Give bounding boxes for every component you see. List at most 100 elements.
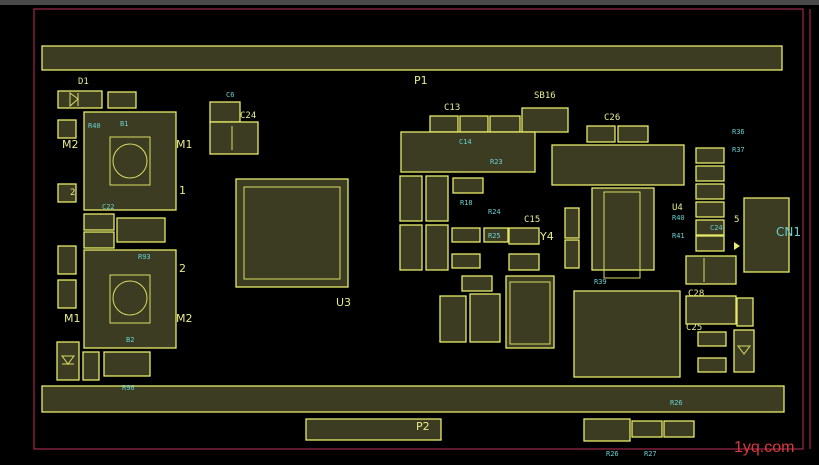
label-r39: R39 [594,278,607,286]
diode-d1[interactable]: D1 [57,77,103,109]
label-r40: R40 [672,214,685,222]
pad-left-1[interactable] [57,119,77,139]
pad-lm-1[interactable] [461,275,493,292]
resistor-stack-4[interactable] [425,224,449,271]
label-r23: R23 [490,158,503,166]
resistor-stack-r1[interactable] [695,183,725,200]
label-r24: R24 [488,208,501,216]
switch-top[interactable]: M1 M2 1 B1 R40 [62,111,193,211]
part-r23[interactable] [400,131,536,173]
cap-c26-a[interactable] [586,125,616,143]
label-u4: U4 [672,203,683,213]
cap-vertical-1[interactable] [564,207,580,239]
label-r36: R36 [732,128,745,136]
label-r26: R26 [670,399,683,407]
pad-right-a[interactable] [736,297,754,327]
resistor-stack-r2[interactable] [695,201,725,218]
label-m2-bot: M2 [176,312,193,325]
pad-right-c[interactable] [697,357,727,373]
label-r96: R96 [122,384,135,392]
cap-lm-1[interactable] [439,295,467,343]
resistor-r27-a[interactable] [631,420,663,438]
resistor-stack-3[interactable] [399,224,423,271]
cap-c22-a[interactable] [83,213,115,231]
svg-text:R40: R40 [88,122,101,130]
chip-u4[interactable]: U4 R39 [591,187,683,286]
pad-left-3[interactable] [57,245,77,275]
pad-right-b[interactable] [697,331,727,347]
diode-right[interactable] [733,329,755,373]
pad-left-2[interactable] [57,183,77,203]
label-c14: C14 [459,138,472,146]
svg-text:B1: B1 [120,120,128,128]
cap-c6[interactable] [209,101,241,123]
resistor-stack-1[interactable] [399,175,423,222]
chip-u3[interactable]: U3 [235,178,351,309]
resistor-r27-b[interactable] [663,420,695,438]
part-sb16[interactable] [521,107,569,133]
pad-r25-a[interactable] [451,227,481,243]
label-pin5: 5 [734,215,739,225]
svg-text:R93: R93 [138,253,151,261]
label-r41: R41 [672,232,685,240]
resistor-stack-r4[interactable] [695,235,725,252]
cap-vertical-2[interactable] [564,239,580,269]
svg-text:R26: R26 [606,450,619,458]
label-c28: C28 [688,289,704,299]
label-c25: C25 [686,323,702,333]
part-u4-top[interactable] [551,144,685,186]
resistor-stack-2[interactable] [425,175,449,222]
diode-bottom[interactable] [56,341,80,381]
cap-c28[interactable] [685,255,737,285]
cap-c26-b[interactable] [617,125,649,143]
label-y4: Y4 [539,230,554,243]
cap-c15-b[interactable] [508,253,540,271]
pad-br-1[interactable] [583,418,631,442]
cap-c22-b[interactable] [83,231,115,249]
cap-c25[interactable] [685,295,737,325]
chip-lm-3[interactable] [505,275,555,349]
connector-bottom[interactable] [41,385,785,413]
chip-lower-right[interactable] [573,290,681,378]
label-cn1: CN1 [776,225,801,239]
label-m1-top: M1 [176,138,193,151]
label-sb16: SB16 [534,91,556,101]
label-c24: C24 [240,111,256,121]
resistor-r36-b[interactable] [695,165,725,182]
window-top-edge [0,0,819,5]
connector-p2[interactable]: P2 [305,418,442,441]
cap-c13-a[interactable] [429,115,459,133]
pad-r96-a[interactable] [82,351,100,381]
cap-c15-a[interactable] [508,227,540,245]
label-b2: B2 [126,336,134,344]
switch-bottom[interactable]: 2 M2 M1 B2 R93 [64,249,193,349]
label-p2: P2 [416,420,430,433]
label-r37: R37 [732,146,745,154]
watermark-text: 1yq.com [734,439,794,456]
label-m1-bot: M1 [64,312,81,325]
cap-c13-b[interactable] [459,115,489,133]
label-c13: C13 [444,103,460,113]
resistor-r96[interactable] [103,351,151,377]
cap-c22-c[interactable] [116,217,166,243]
pad-r25-b[interactable] [451,253,481,269]
label-r27: R27 [644,450,657,458]
connector-p1[interactable]: P1 [41,45,783,87]
label-c22: C22 [102,203,115,211]
resistor-pad[interactable] [107,91,137,109]
label-c26: C26 [604,113,620,123]
resistor-r18[interactable] [452,177,484,194]
cap-c13-c[interactable] [489,115,521,133]
cap-lm-2[interactable] [469,293,501,343]
label-pin1: 1 [179,184,186,197]
pad-left-4[interactable] [57,279,77,309]
board-outline [33,8,804,450]
resistor-stack-r3[interactable] [695,219,725,236]
label-pin2: 2 [179,262,186,275]
pad-r25-c[interactable] [483,227,509,243]
cap-c24[interactable] [209,121,259,155]
resistor-r37[interactable] [695,147,725,164]
connector-cn1[interactable]: CN1 5 [734,197,801,273]
